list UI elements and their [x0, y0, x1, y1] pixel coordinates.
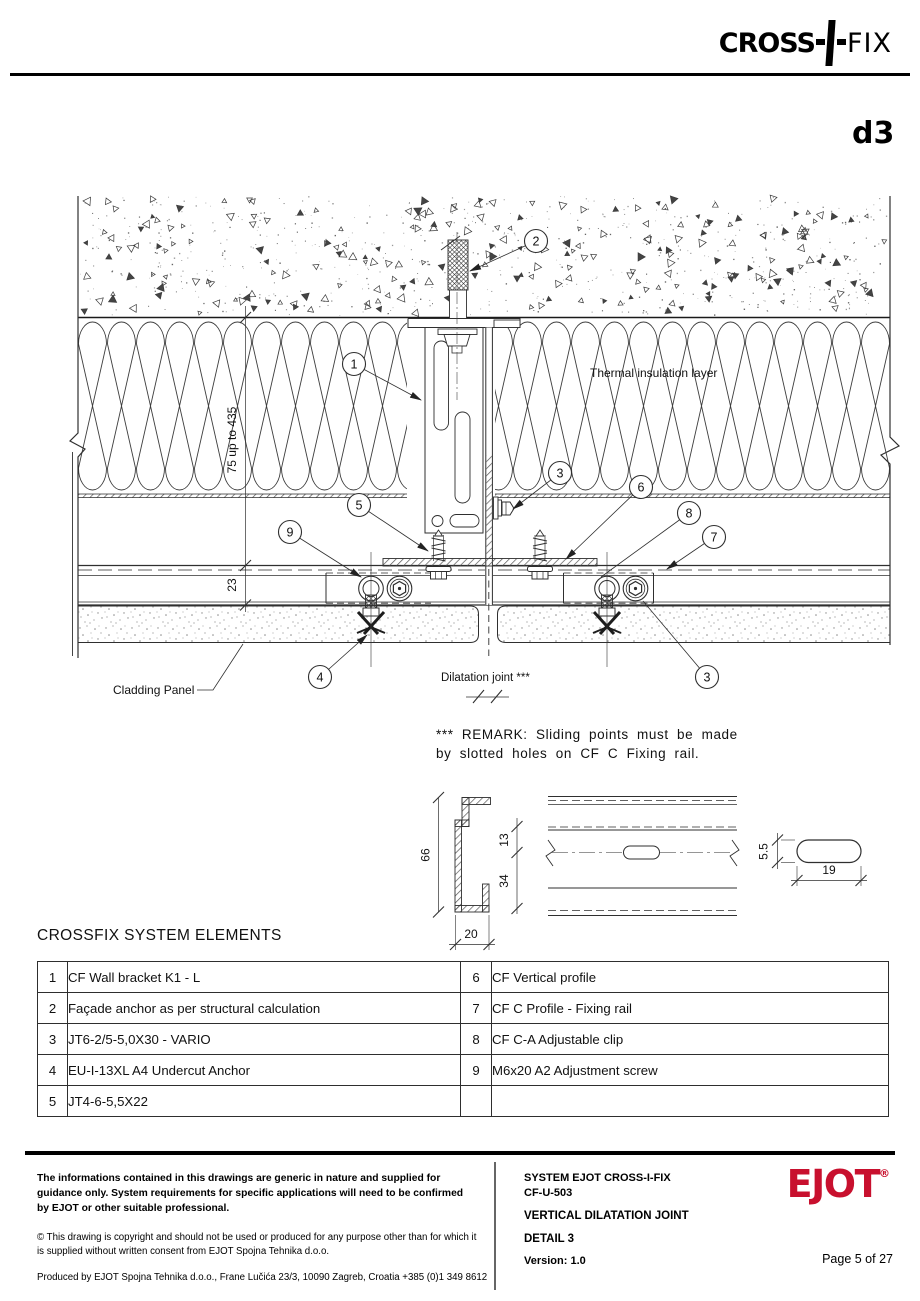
dilatation-label: Dilatation joint *** — [441, 672, 530, 684]
item-desc: CF C-A Adjustable clip — [491, 1023, 889, 1055]
callout-1: 1 — [351, 358, 358, 372]
detail-number: DETAIL 3 — [524, 1233, 575, 1245]
screw-right — [526, 529, 554, 580]
item-desc: CF Wall bracket K1 - L — [67, 961, 461, 993]
callout-2: 2 — [533, 235, 540, 249]
dim-insulation-label: 75 up to 435 — [225, 406, 239, 473]
item-no: 7 — [460, 992, 492, 1024]
item-desc — [491, 1085, 889, 1117]
dim-cavity-label: 23 — [225, 578, 239, 592]
crossfix-logo: CROSS FIX — [719, 20, 892, 66]
elements-table: 1 CF Wall bracket K1 - L 6 CF Vertical p… — [37, 961, 889, 1117]
document-title: VERTICAL DILATATION JOINT — [524, 1210, 689, 1222]
crossfix-bar-icon — [816, 20, 846, 66]
table-row: 5 JT4-6-5,5X22 — [37, 1085, 889, 1117]
rail-elevation-detail: 13 34 — [497, 795, 740, 917]
dim-66: 66 — [419, 848, 433, 862]
vario-screw-left — [386, 575, 413, 602]
dim-20: 20 — [464, 927, 478, 941]
disclaimer-text: The informations contained in this drawi… — [37, 1173, 464, 1214]
callout-leaders — [289, 240, 715, 678]
screw-left — [425, 529, 452, 580]
produced-by-text: Produced by EJOT Spojna Tehnika d.o.o., … — [37, 1272, 488, 1283]
table-row: 4 EU-I-13XL A4 Undercut Anchor 9 M6x20 A… — [37, 1054, 889, 1086]
item-no: 6 — [460, 961, 492, 993]
page-number: Page 5 of 27 — [822, 1252, 893, 1266]
remark-line1: *** REMARK: Sliding points must be made — [436, 727, 738, 742]
item-no: 2 — [37, 992, 68, 1024]
detail-code: d3 — [852, 116, 895, 151]
dim-5-5: 5.5 — [757, 843, 771, 860]
fixing-rails — [78, 564, 890, 606]
right-wall-edge — [879, 196, 901, 645]
footer-divider — [494, 1162, 496, 1290]
dimension-insulation — [239, 306, 252, 612]
dim-13: 13 — [497, 833, 511, 847]
version-label: Version: 1.0 — [524, 1255, 586, 1267]
document-code: CF-U-503 — [524, 1187, 573, 1199]
logo-text-fix: FIX — [847, 27, 892, 59]
remark-line2: by slotted holes on CF C Fixing rail. — [436, 746, 699, 761]
callout-9: 9 — [287, 526, 294, 540]
thermal-layer-label: Thermal insulation layer — [590, 366, 717, 380]
vario-screw-right — [622, 575, 649, 602]
system-name: SYSTEM EJOT CROSS-I-FIX — [524, 1172, 671, 1184]
item-desc: Façade anchor as per structural calculat… — [67, 992, 461, 1024]
item-no: 5 — [37, 1085, 68, 1117]
item-no: 3 — [37, 1023, 68, 1055]
dim-34: 34 — [497, 874, 511, 888]
callout-4: 4 — [317, 671, 324, 685]
callout-5: 5 — [356, 499, 363, 513]
clip-plate — [382, 558, 598, 567]
wall-bracket — [407, 318, 521, 534]
dim-19: 19 — [822, 863, 836, 877]
ejot-logo-text: EJOT — [786, 1162, 881, 1206]
callouts: 1 2 3 5 9 6 8 7 3 4 — [277, 228, 727, 690]
header-rule — [10, 73, 910, 76]
callout-3b: 3 — [704, 671, 711, 685]
c-profile-section-detail: 66 20 — [419, 791, 495, 951]
table-row: 1 CF Wall bracket K1 - L 6 CF Vertical p… — [37, 961, 889, 993]
item-desc: JT4-6-5,5X22 — [67, 1085, 461, 1117]
concrete-texture — [80, 194, 888, 317]
item-desc: CF C Profile - Fixing rail — [491, 992, 889, 1024]
footer-rule — [25, 1151, 895, 1155]
cladding-panel-label: Cladding Panel — [113, 683, 194, 697]
callout-3: 3 — [557, 467, 564, 481]
profile-fixing-screw — [493, 496, 515, 520]
callout-6: 6 — [638, 481, 645, 495]
joint-break-mark — [466, 689, 509, 704]
item-no: 9 — [460, 1054, 492, 1086]
facade-anchor — [440, 235, 469, 323]
cladding-panels — [77, 605, 891, 643]
registered-mark: ® — [879, 1167, 890, 1180]
ejot-logo: EJOT® — [787, 1162, 890, 1206]
item-desc: EU-I-13XL A4 Undercut Anchor — [67, 1054, 461, 1086]
item-desc: CF Vertical profile — [491, 961, 889, 993]
callout-8: 8 — [686, 507, 693, 521]
logo-text-cross: CROSS — [718, 27, 816, 59]
slotted-hole-detail: 5.5 19 — [757, 833, 867, 887]
elements-table-title: CROSSFIX SYSTEM ELEMENTS — [37, 927, 282, 944]
table-row: 3 JT6-2/5-5,0X30 - VARIO 8 CF C-A Adjust… — [37, 1023, 889, 1055]
item-desc: JT6-2/5-5,0X30 - VARIO — [67, 1023, 461, 1055]
item-desc: M6x20 A2 Adjustment screw — [491, 1054, 889, 1086]
table-row: 2 Façade anchor as per structural calcul… — [37, 992, 889, 1024]
item-no: 1 — [37, 961, 68, 993]
callout-7: 7 — [711, 531, 718, 545]
item-no: 8 — [460, 1023, 492, 1055]
copyright-text: © This drawing is copyright and should n… — [37, 1232, 477, 1258]
item-no — [460, 1085, 492, 1117]
item-no: 4 — [37, 1054, 68, 1086]
cladding-leader — [197, 643, 244, 691]
left-wall-edge — [69, 196, 86, 658]
